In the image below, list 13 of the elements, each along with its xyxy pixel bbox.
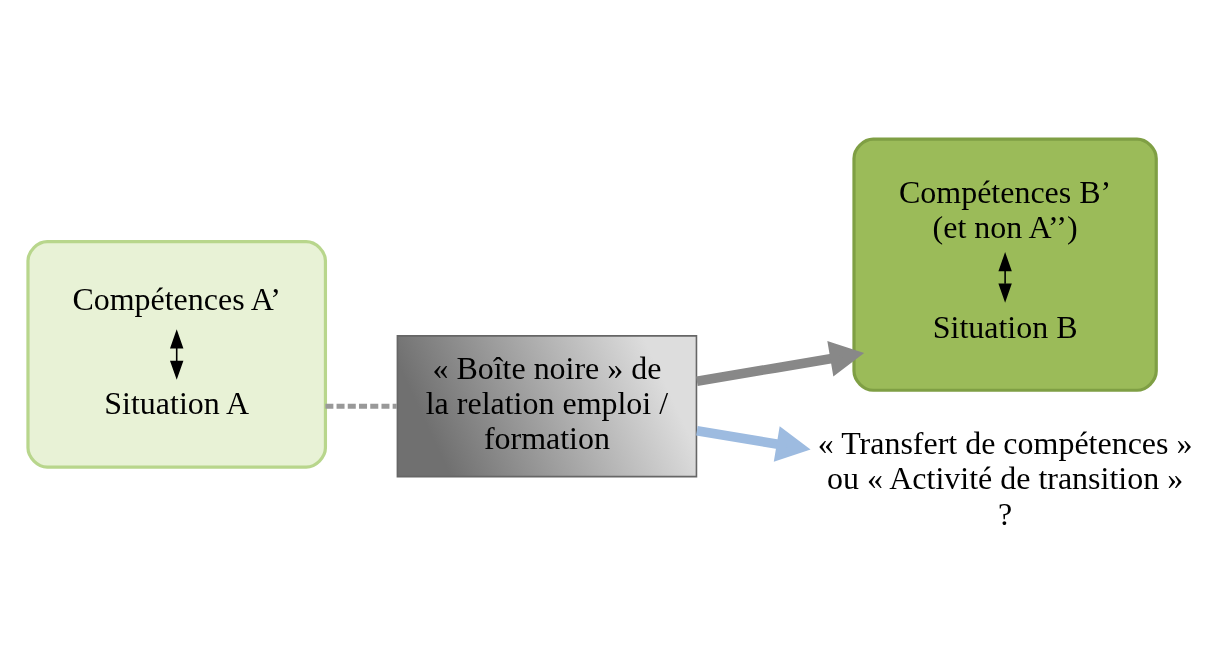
arrow [696, 425, 811, 462]
arrow [170, 328, 184, 380]
connector [325, 403, 397, 409]
node-text: Situation B [932, 309, 1078, 344]
cluster [26, 239, 328, 469]
node-text: Situation A [104, 385, 250, 421]
node-box: « Boîte noire » de la relation emploi / formation [396, 334, 698, 477]
node-text: « Transfert de compétences » ou « Activité de transition » ? [817, 425, 1193, 532]
node-text: Compétences A’ [72, 281, 282, 317]
cluster [852, 137, 1158, 392]
node-text: Compétences B’ (et non A’’) [899, 174, 1112, 245]
arrow [696, 340, 865, 386]
arrow [998, 251, 1012, 303]
